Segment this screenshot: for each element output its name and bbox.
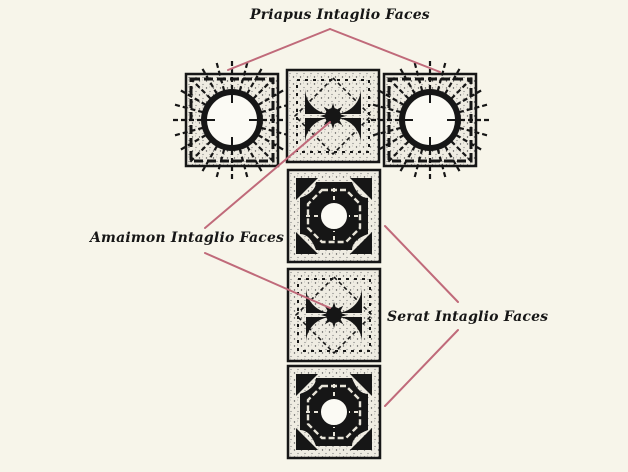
pointer-priapus-right <box>330 29 440 72</box>
face-amaimon-top <box>287 70 379 162</box>
face-serat-upper <box>288 170 380 262</box>
face-priapus-left <box>170 58 294 182</box>
face-priapus-right <box>368 58 492 182</box>
pointer-serat-upper <box>385 226 458 302</box>
label-amaimon-intaglio-faces: Amaimon Intaglio Faces <box>90 230 284 246</box>
face-amaimon-lower <box>288 269 380 361</box>
label-priapus-intaglio-faces: Priapus Intaglio Faces <box>250 7 430 23</box>
label-serat-intaglio-faces: Serat Intaglio Faces <box>387 309 548 325</box>
pointer-priapus-left <box>228 29 330 70</box>
face-serat-lower <box>288 366 380 458</box>
pointer-serat-lower <box>385 330 458 406</box>
